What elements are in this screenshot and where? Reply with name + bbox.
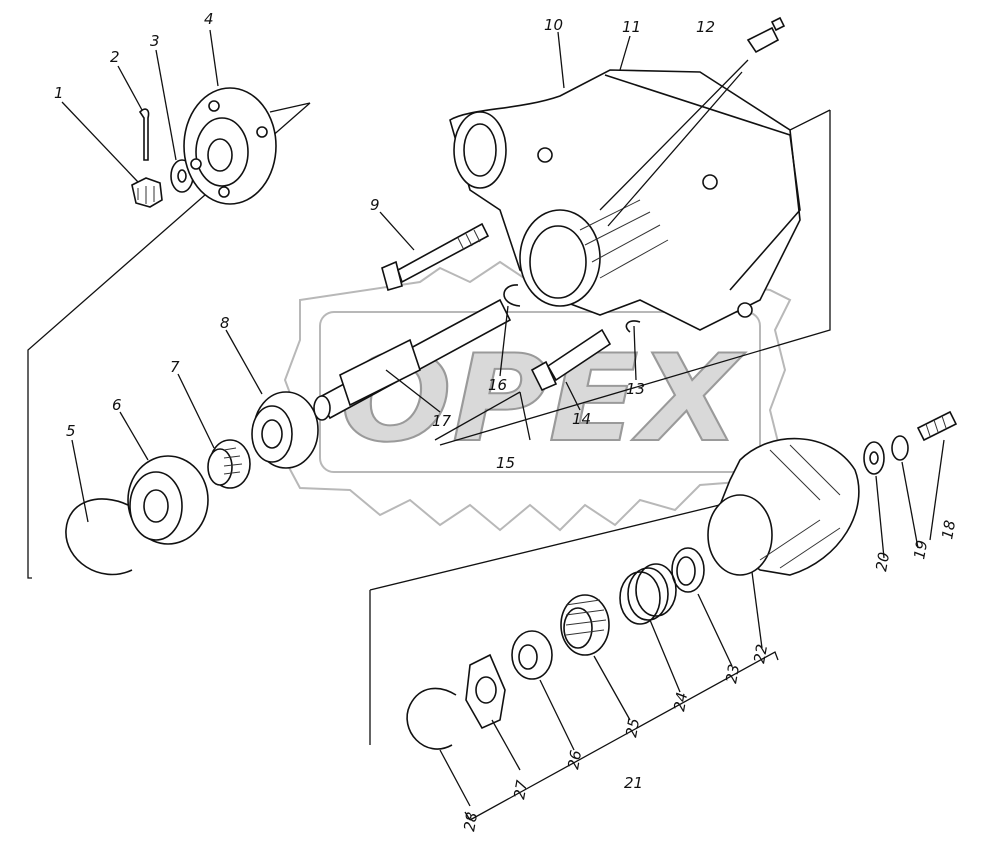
label-13: 13 bbox=[626, 380, 645, 398]
label-11: 11 bbox=[622, 18, 641, 36]
label-12: 12 bbox=[696, 18, 715, 36]
label-9: 9 bbox=[370, 196, 380, 214]
part-roller-bearing-7 bbox=[207, 439, 251, 489]
label-8: 8 bbox=[220, 314, 230, 332]
label-7: 7 bbox=[170, 358, 180, 376]
label-26: 26 bbox=[564, 749, 585, 771]
part-labels: 1 2 3 4 5 6 7 8 9 10 11 12 13 14 15 16 1… bbox=[54, 10, 959, 833]
part-washer-20 bbox=[863, 441, 885, 475]
part-bolt-18 bbox=[916, 410, 958, 442]
label-27: 27 bbox=[510, 778, 531, 800]
label-14: 14 bbox=[572, 410, 591, 428]
label-16: 16 bbox=[488, 376, 507, 394]
part-bearing-8 bbox=[251, 391, 319, 469]
group-outline-right bbox=[369, 109, 831, 745]
label-3: 3 bbox=[150, 32, 160, 50]
part-hub-22 bbox=[707, 437, 860, 576]
part-spring-24 bbox=[619, 563, 677, 625]
label-21: 21 bbox=[624, 774, 643, 792]
part-ring-16 bbox=[503, 284, 521, 307]
label-24: 24 bbox=[670, 691, 691, 713]
label-18: 18 bbox=[938, 519, 959, 541]
bracket-15 bbox=[434, 391, 531, 441]
label-25: 25 bbox=[622, 717, 643, 739]
part-castle-nut bbox=[131, 177, 163, 208]
group-outline-top bbox=[27, 102, 311, 579]
label-10: 10 bbox=[544, 16, 563, 34]
part-ring-23 bbox=[671, 547, 705, 593]
part-bolt-14 bbox=[530, 328, 612, 392]
part-cage-25 bbox=[560, 594, 610, 656]
label-5: 5 bbox=[66, 422, 76, 440]
part-bolt-9 bbox=[381, 222, 490, 291]
label-19: 19 bbox=[910, 539, 931, 561]
part-nut-26 bbox=[511, 630, 553, 680]
label-1: 1 bbox=[54, 84, 64, 102]
part-grease-fitting bbox=[599, 16, 786, 227]
label-2: 2 bbox=[110, 48, 120, 66]
part-snap-ring-5 bbox=[65, 498, 133, 576]
label-17: 17 bbox=[432, 412, 452, 430]
leader-lines bbox=[61, 29, 945, 807]
part-bearing-6 bbox=[127, 455, 209, 545]
part-housing bbox=[449, 69, 801, 331]
label-28: 28 bbox=[460, 811, 481, 833]
label-20: 20 bbox=[872, 551, 893, 573]
bracket-21 bbox=[464, 651, 779, 821]
part-lock-washer-27 bbox=[465, 653, 506, 730]
part-flange bbox=[183, 87, 277, 205]
label-6: 6 bbox=[112, 396, 122, 414]
part-cotter-pin bbox=[138, 108, 150, 161]
part-snap-ring-28 bbox=[406, 687, 457, 750]
label-4: 4 bbox=[204, 10, 214, 28]
part-shaft-17 bbox=[313, 298, 512, 421]
label-23: 23 bbox=[722, 663, 743, 685]
part-ring-13 bbox=[625, 320, 641, 333]
label-22: 22 bbox=[750, 643, 771, 665]
label-15: 15 bbox=[496, 454, 515, 472]
part-washer-19 bbox=[891, 435, 909, 461]
